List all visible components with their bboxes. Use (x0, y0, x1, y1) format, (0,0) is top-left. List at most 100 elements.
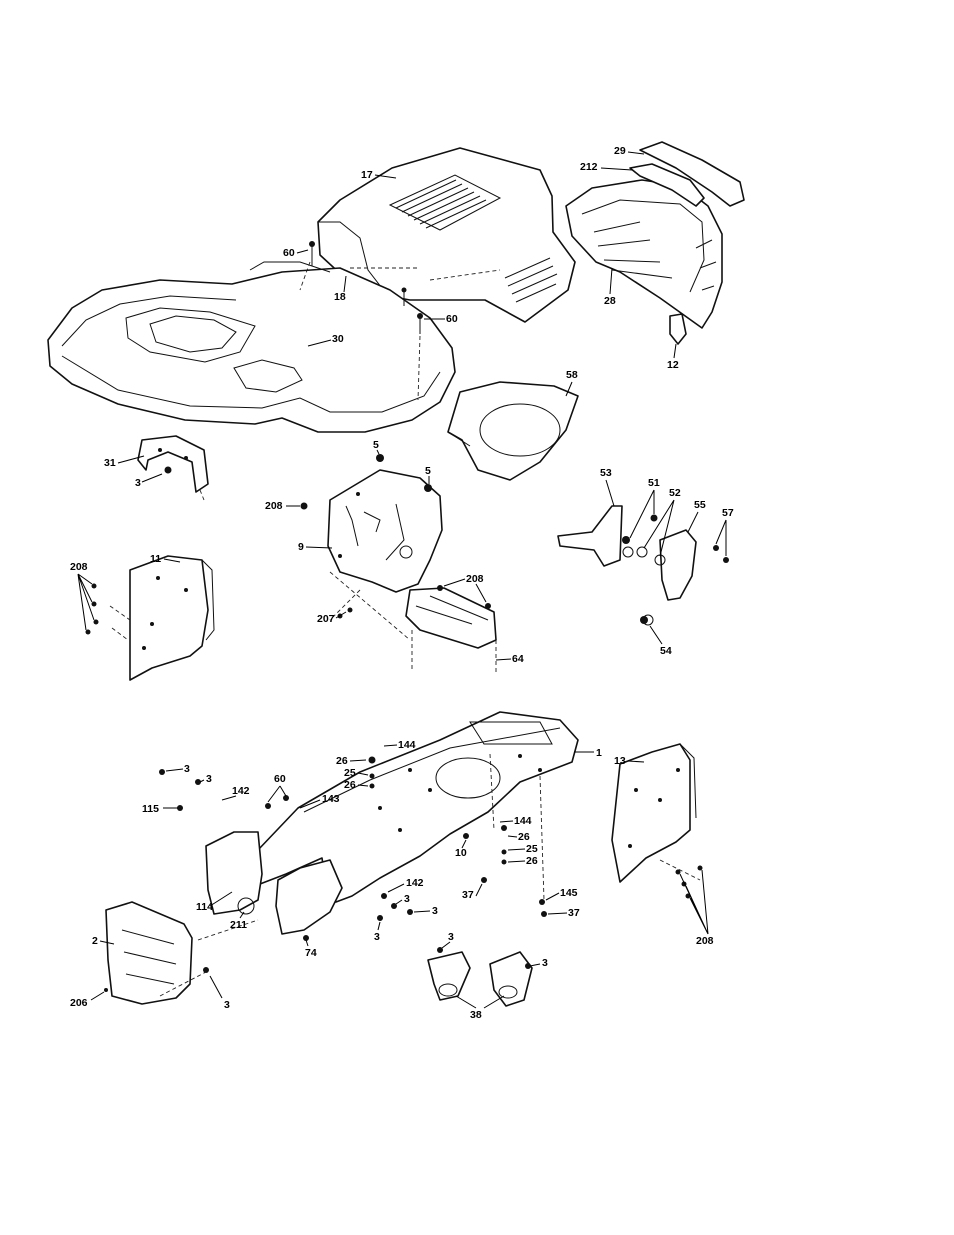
hitch-bracket-part (428, 952, 532, 1006)
callout-208-dash: 208 (265, 500, 300, 512)
svg-text:57: 57 (722, 507, 734, 519)
svg-text:52: 52 (669, 487, 681, 499)
callout-10: 10 (455, 840, 467, 859)
svg-text:12: 12 (667, 359, 679, 371)
pedal-bracket-part (558, 506, 696, 625)
callout-207: 207 (317, 612, 346, 625)
callout-38: 38 (456, 996, 504, 1021)
svg-text:3: 3 (206, 773, 212, 785)
svg-text:26: 26 (344, 779, 356, 791)
callout-208-right: 208 (680, 870, 714, 947)
callout-3-top-b: 3 (200, 773, 212, 785)
svg-text:5: 5 (425, 465, 431, 477)
svg-text:208: 208 (70, 561, 88, 573)
callout-5-right: 5 (425, 465, 431, 484)
svg-text:25: 25 (526, 843, 538, 855)
callout-1: 1 (574, 747, 602, 759)
svg-text:115: 115 (142, 803, 159, 815)
svg-text:31: 31 (104, 457, 116, 469)
callout-37-right: 37 (548, 907, 580, 919)
svg-text:207: 207 (317, 613, 335, 625)
callout-29: 29 (614, 145, 644, 157)
grille-clip-part (670, 314, 686, 344)
svg-text:206: 206 (70, 997, 88, 1009)
svg-text:3: 3 (404, 893, 410, 905)
callout-58: 58 (566, 369, 578, 396)
callout-25-lower: 25 (508, 843, 538, 855)
svg-text:30: 30 (332, 333, 344, 345)
svg-text:9: 9 (298, 541, 304, 553)
callout-115: 115 (142, 803, 178, 815)
tank-support-part (448, 382, 578, 480)
svg-text:208: 208 (265, 500, 283, 512)
callout-60-upper: 60 (283, 247, 308, 259)
svg-text:3: 3 (184, 763, 190, 775)
svg-text:38: 38 (470, 1009, 482, 1021)
svg-text:144: 144 (514, 815, 532, 827)
svg-text:26: 26 (518, 831, 530, 843)
callout-54: 54 (650, 626, 672, 657)
svg-text:142: 142 (232, 785, 250, 797)
callout-26-lower-b: 26 (508, 855, 538, 867)
svg-text:18: 18 (334, 291, 346, 303)
svg-text:1: 1 (596, 747, 602, 759)
svg-text:3: 3 (432, 905, 438, 917)
callout-74: 74 (305, 940, 317, 959)
callout-212: 212 (580, 161, 632, 173)
callout-145: 145 (546, 887, 578, 900)
svg-text:145: 145 (560, 887, 578, 899)
callout-3-lower-c: 3 (374, 922, 380, 943)
callout-28: 28 (604, 268, 616, 307)
svg-text:55: 55 (694, 499, 706, 511)
callout-211: 211 (230, 912, 247, 931)
svg-text:5: 5 (373, 439, 379, 451)
svg-text:144: 144 (398, 739, 416, 751)
svg-text:208: 208 (466, 573, 484, 585)
svg-text:29: 29 (614, 145, 626, 157)
svg-text:26: 26 (336, 755, 348, 767)
svg-text:60: 60 (274, 773, 286, 785)
callout-31: 31 (104, 456, 144, 469)
svg-text:3: 3 (135, 477, 141, 489)
front-bumper-part (106, 902, 192, 1004)
svg-text:3: 3 (224, 999, 230, 1011)
svg-text:142: 142 (406, 877, 424, 889)
callout-142-upper: 142 (222, 785, 250, 800)
svg-text:53: 53 (600, 467, 612, 479)
svg-text:25: 25 (344, 767, 356, 779)
callout-3-bumper: 3 (210, 976, 230, 1011)
svg-text:3: 3 (542, 957, 548, 969)
front-panel-part (406, 588, 496, 672)
callout-144-upper: 144 (384, 739, 416, 751)
svg-text:17: 17 (361, 169, 373, 181)
callout-208-left: 208 (70, 561, 94, 630)
svg-text:208: 208 (696, 935, 714, 947)
callout-3-bracket: 3 (135, 474, 162, 489)
callout-3-lower-b: 3 (414, 905, 438, 917)
body-bracket-part (138, 436, 208, 492)
callout-12: 12 (667, 344, 679, 371)
svg-text:28: 28 (604, 295, 616, 307)
svg-text:26: 26 (526, 855, 538, 867)
callout-26-lower-a: 26 (508, 831, 530, 843)
callout-37-left: 37 (462, 884, 482, 901)
svg-text:64: 64 (512, 653, 524, 665)
callout-206: 206 (70, 992, 104, 1009)
svg-text:3: 3 (448, 931, 454, 943)
svg-text:37: 37 (568, 907, 580, 919)
callout-55: 55 (688, 499, 706, 532)
callout-53: 53 (600, 467, 614, 506)
svg-text:3: 3 (374, 931, 380, 943)
svg-text:54: 54 (660, 645, 672, 657)
callout-9: 9 (298, 541, 332, 553)
callout-3-lower-a: 3 (396, 893, 410, 905)
svg-text:37: 37 (462, 889, 474, 901)
svg-text:211: 211 (230, 919, 247, 931)
svg-text:2: 2 (92, 935, 98, 947)
svg-text:11: 11 (150, 553, 161, 565)
svg-text:51: 51 (648, 477, 660, 489)
svg-text:114: 114 (196, 901, 213, 913)
side-panel-left-part (130, 556, 214, 680)
callout-5-left: 5 (373, 439, 379, 454)
